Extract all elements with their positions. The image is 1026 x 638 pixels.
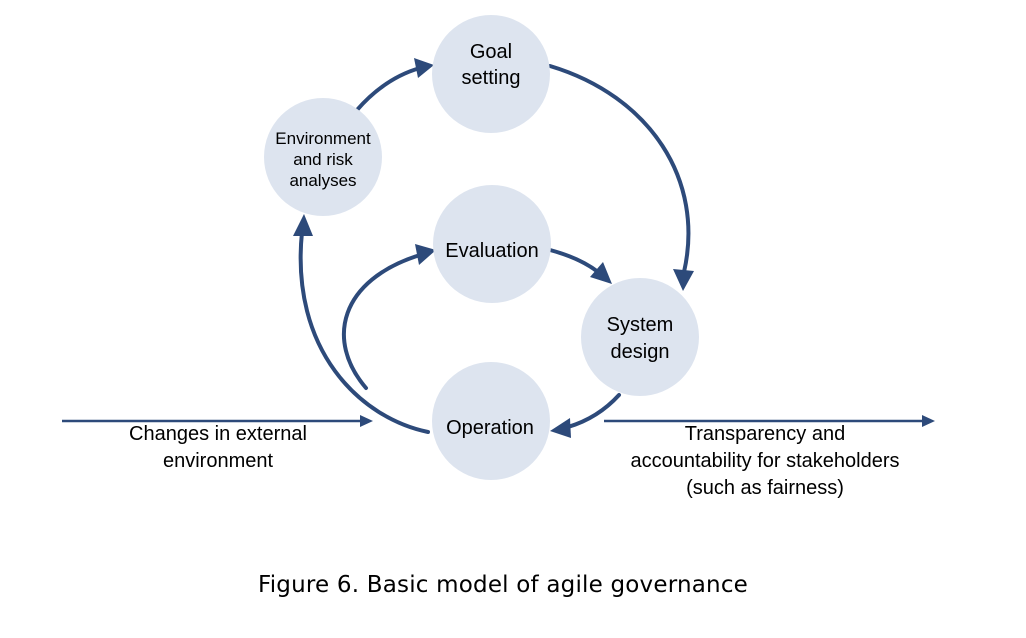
output-label-line1: Transparency and bbox=[685, 423, 845, 445]
node-system-line2: design bbox=[611, 341, 670, 363]
node-system-design: System design bbox=[581, 278, 699, 396]
node-eval-line1: Evaluation bbox=[445, 240, 538, 262]
node-system-line1: System bbox=[607, 314, 674, 336]
output-label-line2: accountability for stakeholders bbox=[630, 450, 899, 472]
node-env-line1: Environment bbox=[275, 129, 371, 148]
input-label-line2: environment bbox=[163, 450, 274, 472]
node-goal-line1: Goal bbox=[470, 41, 512, 63]
node-goal-setting: Goal setting bbox=[432, 15, 550, 133]
arrow-operation-to-eval bbox=[342, 244, 436, 390]
node-goal-line2: setting bbox=[462, 67, 521, 89]
node-env-line2: and risk bbox=[293, 150, 353, 169]
arrow-output bbox=[604, 415, 935, 427]
node-operation-line1: Operation bbox=[446, 417, 534, 439]
arrow-goal-to-system bbox=[548, 64, 694, 291]
input-label: Changes in external environment bbox=[129, 423, 307, 472]
input-label-line1: Changes in external bbox=[129, 423, 307, 445]
figure-caption: Figure 6. Basic model of agile governanc… bbox=[257, 572, 749, 598]
node-env-line3: analyses bbox=[289, 171, 356, 190]
node-environment-risk: Environment and risk analyses bbox=[264, 98, 382, 216]
arrow-system-to-operation bbox=[550, 393, 621, 438]
output-label: Transparency and accountability for stak… bbox=[630, 423, 899, 499]
arrow-operation-to-env bbox=[293, 214, 430, 434]
arrow-env-to-goal bbox=[355, 58, 434, 112]
arrow-eval-to-system bbox=[548, 248, 612, 284]
output-label-line3: (such as fairness) bbox=[686, 477, 844, 499]
agile-governance-diagram: Goal setting Environment and risk analys… bbox=[62, 15, 935, 499]
node-operation: Operation bbox=[432, 362, 550, 480]
arrow-input bbox=[62, 415, 373, 427]
node-evaluation: Evaluation bbox=[433, 185, 551, 303]
